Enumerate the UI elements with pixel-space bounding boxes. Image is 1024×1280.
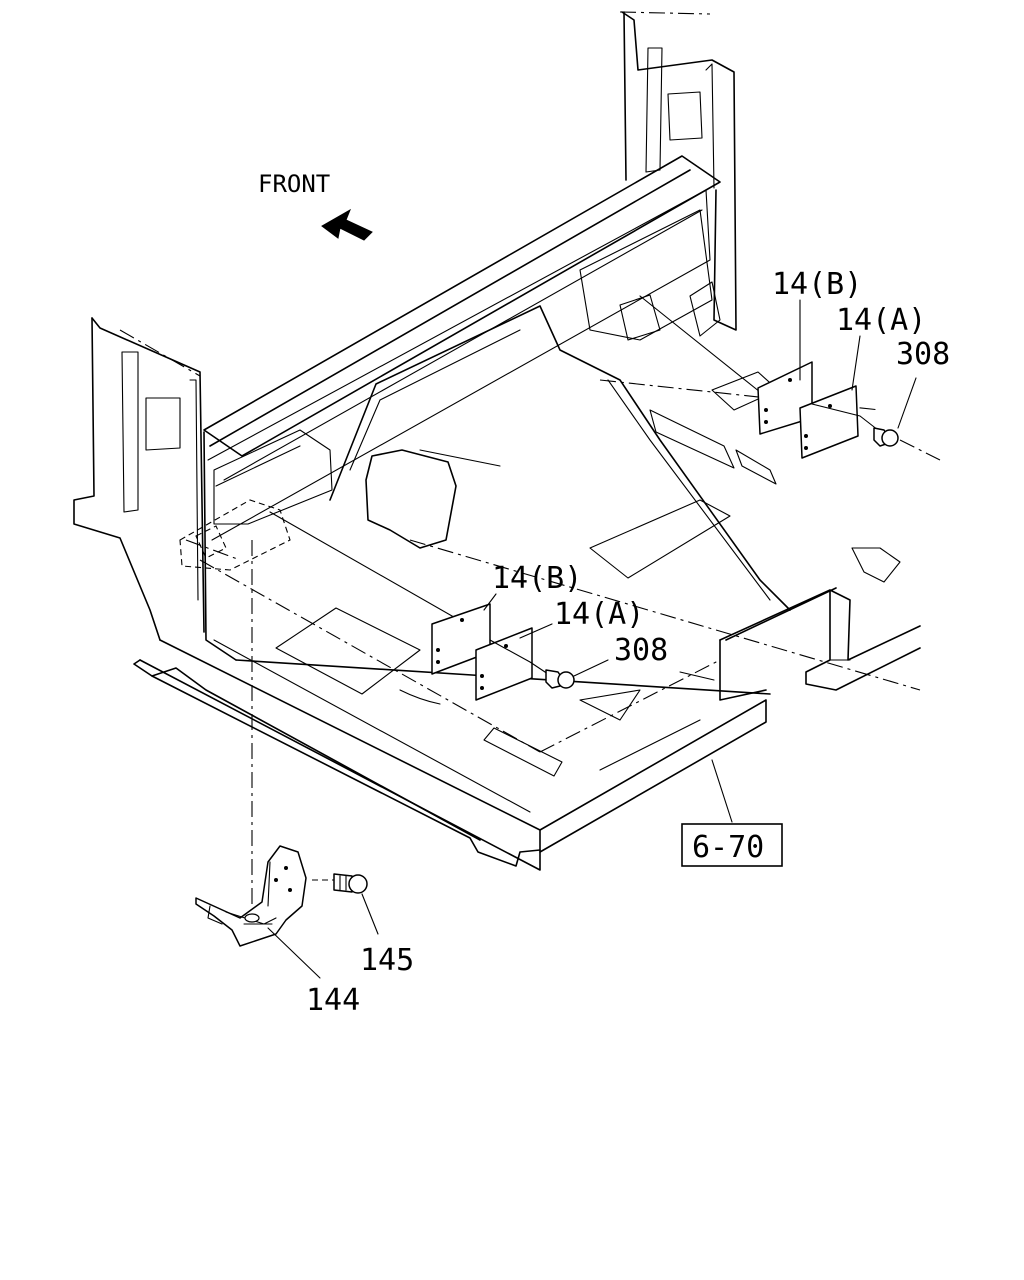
lower-plate-14a — [475, 627, 533, 701]
lower-plate-assembly — [269, 511, 715, 701]
callout-145: 145 — [360, 943, 414, 978]
upper-plate-assembly — [639, 295, 941, 461]
bracket-assembly — [195, 845, 379, 979]
callout-308-lower: 308 — [614, 633, 668, 668]
reference-6-70: 6-70 — [692, 830, 764, 865]
callout-14b-lower: 14(B) — [492, 561, 582, 596]
bolt-145 — [333, 873, 353, 893]
callout-14b-upper: 14(B) — [772, 267, 862, 302]
arrow-front-icon — [321, 208, 373, 241]
callout-144: 144 — [306, 983, 360, 1018]
callout-14a-lower: 14(A) — [554, 597, 644, 632]
callout-14a-upper: 14(A) — [836, 303, 926, 338]
cab-floor-body — [73, 11, 921, 930]
reference-box — [681, 759, 783, 867]
upper-plate-14a — [799, 385, 859, 459]
callout-308-upper: 308 — [896, 337, 950, 372]
front-label: FRONT — [258, 170, 330, 198]
bracket-144 — [195, 845, 307, 947]
